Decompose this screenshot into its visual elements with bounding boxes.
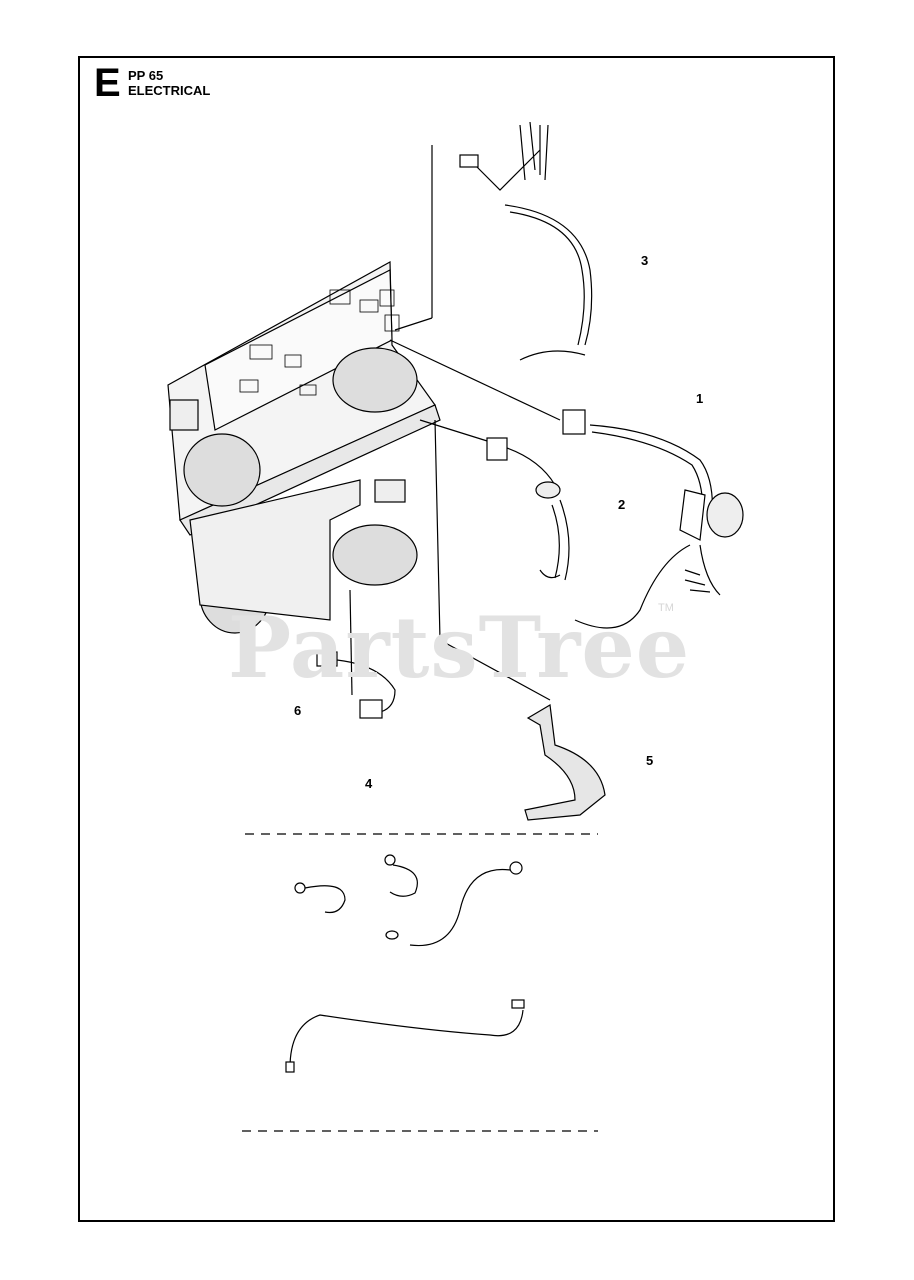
wiring-harness-6 (316, 589, 396, 719)
wiring-harness-3 (459, 121, 593, 361)
watermark-trademark: TM (658, 602, 674, 614)
callout-1[interactable]: 1 (696, 391, 704, 406)
ribbon-cable-5 (524, 704, 606, 821)
sensor-wires (285, 854, 525, 1073)
callout-6[interactable]: 6 (294, 703, 302, 718)
title-block: PP 65 ELECTRICAL (128, 68, 210, 98)
model-label: PP 65 (128, 68, 164, 83)
callout-3[interactable]: 3 (641, 253, 649, 268)
diagram-frame (78, 56, 835, 1222)
callout-4[interactable]: 4 (365, 776, 373, 791)
wiring-harness-2 (486, 437, 570, 581)
callout-2[interactable]: 2 (618, 497, 626, 512)
wiring-harness-1 (562, 409, 744, 629)
watermark: PartsTree (228, 598, 691, 697)
section-title: ELECTRICAL (128, 83, 211, 98)
section-letter: E (94, 61, 121, 105)
callout-5[interactable]: 5 (646, 753, 654, 768)
control-box-assembly (167, 260, 441, 634)
